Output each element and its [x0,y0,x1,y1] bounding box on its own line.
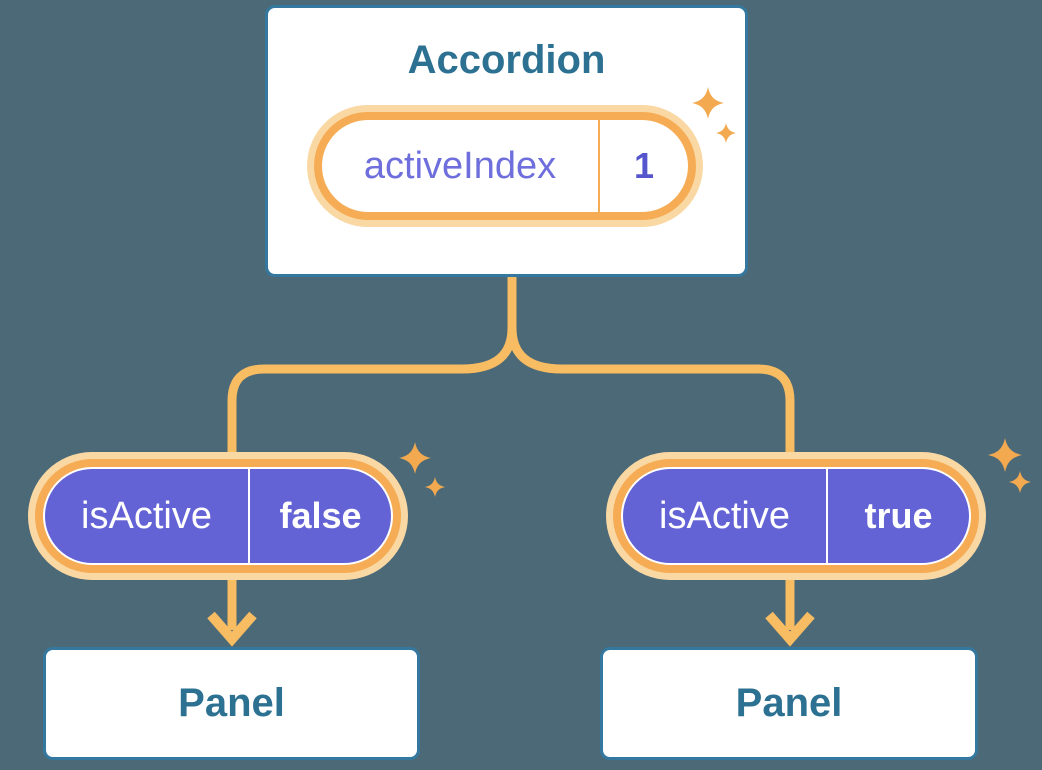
connector-left [227,277,517,630]
arrowhead-left-icon [207,611,257,647]
sparkle-icon [988,438,1022,472]
arrowhead-right-icon [765,611,815,647]
state-pill-value: 1 [633,145,655,186]
state-pill-divider [598,120,600,212]
sparkle-icon [425,477,445,497]
prop-pill-right: isActive true [606,452,986,580]
panel-card-right: Panel [600,647,978,760]
panel-card-left: Panel [43,647,420,760]
sparkle-icon [399,442,431,474]
prop-pill-left-divider [248,469,250,563]
sparkle-icon [716,123,736,143]
panel-right-label: Panel [735,681,843,725]
prop-pill-right-ring: isActive true [613,459,979,573]
prop-pill-right-name: isActive [659,494,790,537]
sparkle-icon [1009,471,1031,493]
prop-pill-left-value: false [279,495,362,536]
panel-left-label: Panel [178,681,285,725]
state-pill-ring: activeIndex 1 [314,112,696,220]
state-pill: activeIndex 1 [307,105,703,227]
prop-pill-left: isActive false [28,452,408,580]
prop-pill-left-name: isActive [81,494,212,537]
state-pill-name: activeIndex [363,144,557,187]
connector-right [507,277,795,630]
accordion-title: Accordion [407,38,606,82]
sparkle-icon [692,87,724,119]
prop-pill-left-ring: isActive false [35,459,401,573]
prop-pill-right-value: true [864,495,933,536]
prop-pill-right-divider [826,469,828,563]
